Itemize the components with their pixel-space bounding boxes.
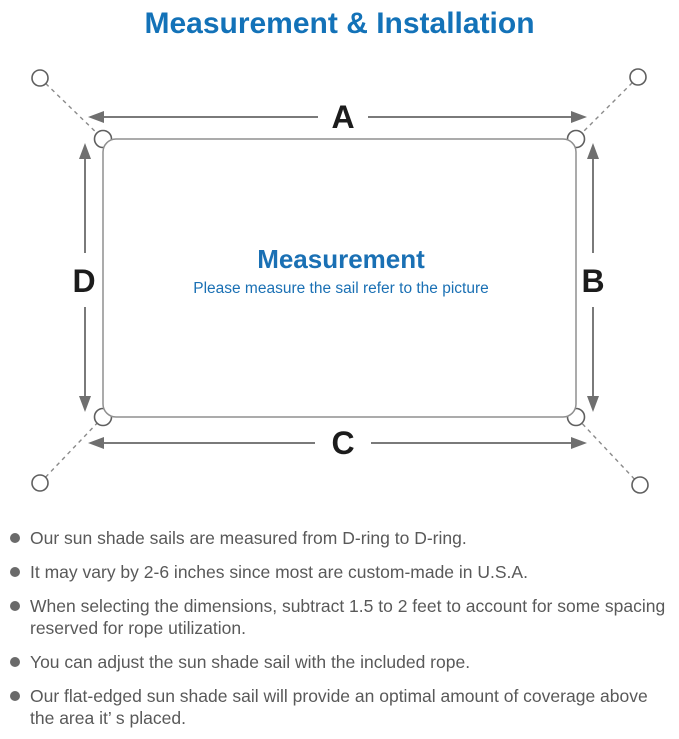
dimension-label-a: A	[331, 99, 354, 135]
arrowhead-up-icon	[79, 143, 91, 159]
arrowhead-right-icon	[571, 437, 587, 449]
dimension-arrow-c	[88, 437, 587, 449]
note-item: You can adjust the sun shade sail with t…	[10, 651, 671, 673]
arrowhead-right-icon	[571, 111, 587, 123]
bullet-icon	[10, 691, 20, 701]
rope-dashed-line-top-left	[39, 77, 104, 140]
dimension-arrow-a	[88, 111, 587, 123]
anchor-point-top-right-icon	[629, 68, 647, 86]
anchor-point-top-left-icon	[31, 69, 49, 87]
sail-rectangle	[102, 138, 577, 418]
arrowhead-down-icon	[79, 396, 91, 412]
sail-measurement-diagram: A C D B Measurement Please measure the s…	[31, 68, 649, 494]
note-text: When selecting the dimensions, subtract …	[30, 596, 666, 638]
rope-dashed-line-bottom-left	[39, 416, 104, 484]
note-item: It may vary by 2-6 inches since most are…	[10, 561, 671, 583]
anchor-point-bottom-left-icon	[31, 474, 49, 492]
diagram-subheading: Please measure the sail refer to the pic…	[193, 280, 489, 297]
note-text: You can adjust the sun shade sail with t…	[30, 652, 471, 672]
page-title: Measurement & Installation	[144, 7, 535, 40]
note-item: When selecting the dimensions, subtract …	[10, 595, 671, 639]
dimension-label-d: D	[72, 263, 95, 299]
arrowhead-left-icon	[88, 111, 104, 123]
note-item: Our sun shade sails are measured from D-…	[10, 527, 671, 549]
rope-dashed-line-bottom-right	[575, 416, 641, 486]
bullet-icon	[10, 533, 20, 543]
anchor-point-bottom-right-icon	[631, 476, 649, 494]
dimension-arrow-b	[587, 143, 599, 412]
dimension-arrow-d	[79, 143, 91, 412]
note-text: Our flat-edged sun shade sail will provi…	[30, 686, 648, 728]
arrowhead-up-icon	[587, 143, 599, 159]
arrowhead-down-icon	[587, 396, 599, 412]
bullet-icon	[10, 657, 20, 667]
note-text: Our sun shade sails are measured from D-…	[30, 528, 467, 548]
rope-dashed-line-top-right	[575, 76, 639, 140]
dimension-label-b: B	[581, 263, 604, 299]
dimension-label-c: C	[331, 425, 354, 461]
diagram-heading: Measurement	[257, 244, 425, 274]
bullet-icon	[10, 567, 20, 577]
bullet-icon	[10, 601, 20, 611]
arrowhead-left-icon	[88, 437, 104, 449]
note-text: It may vary by 2-6 inches since most are…	[30, 562, 528, 582]
notes-list: Our sun shade sails are measured from D-…	[10, 527, 671, 739]
note-item: Our flat-edged sun shade sail will provi…	[10, 685, 671, 729]
